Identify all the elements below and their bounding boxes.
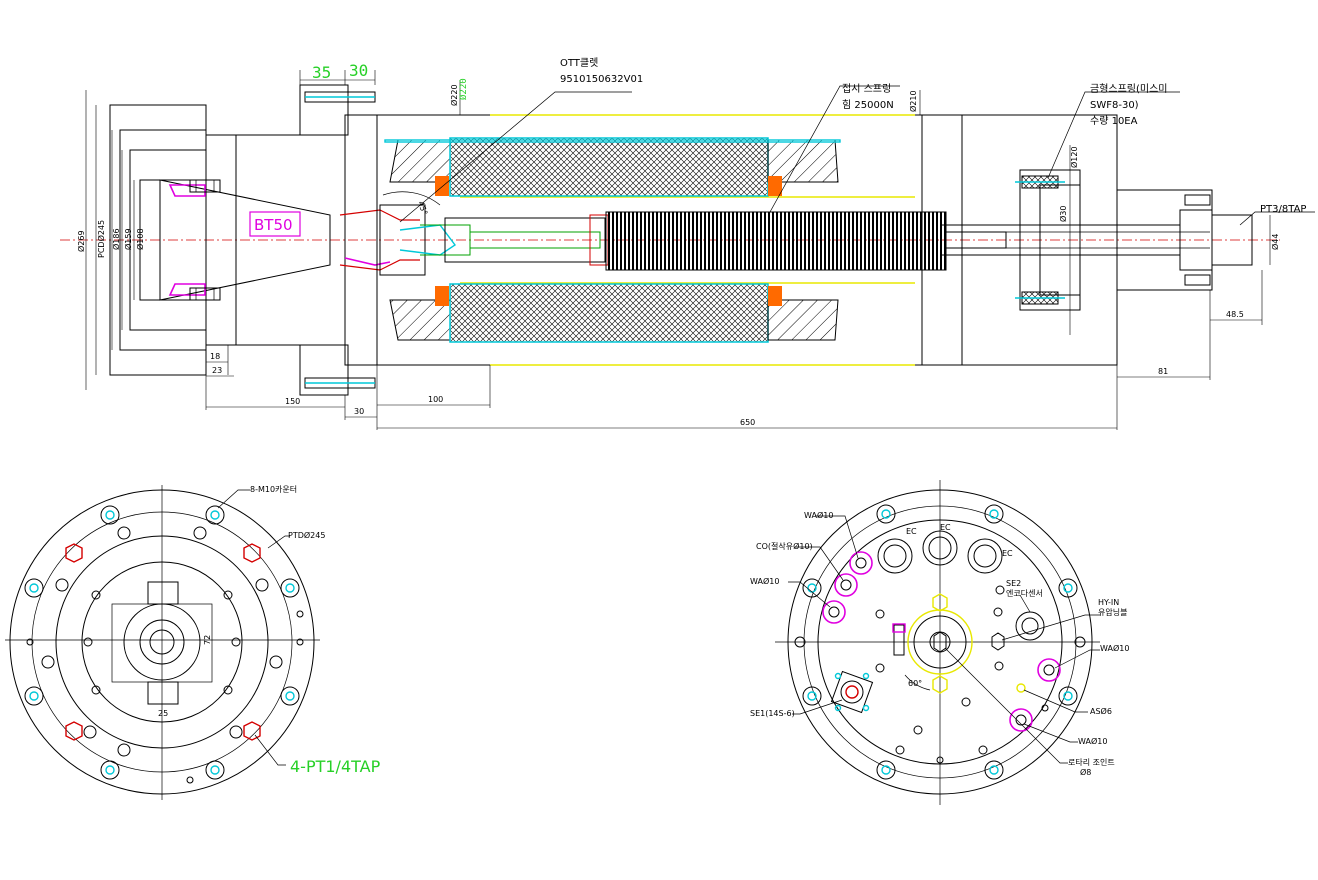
coil-spring-top [1015, 175, 1065, 189]
as6-label: ASØ6 [1090, 706, 1112, 716]
ott-label-2: 9510150632V01 [560, 74, 643, 85]
ec-label-3: EC [1002, 549, 1013, 558]
dim-30v: Ø30 [1058, 206, 1068, 222]
rotary-label-1: 로타리 조인트 [1068, 757, 1115, 767]
coil-spring-label-3: 수량 10EA [1090, 115, 1138, 127]
dim-30-top: 30 [349, 61, 368, 80]
spring-label-2: 힘 25000N [842, 99, 894, 111]
wa-label-1: WAØ10 [804, 510, 833, 520]
flange-bolt-bottom [189, 287, 221, 301]
se1-connector [830, 670, 874, 714]
spring-label-1: 접시 스프링 [842, 83, 891, 95]
ec-label-1: EC [906, 527, 917, 536]
left-pt-taps [65, 543, 261, 741]
right-end-view: 60° EC EC EC WAØ10 CO(절삭유Ø10) WAØ10 SE2 … [750, 480, 1129, 805]
pcd-label: PTDØ245 [288, 530, 325, 540]
bt50-label: BT50 [254, 216, 293, 234]
dim-210: Ø210 [908, 90, 918, 112]
left-bolt-holes [24, 505, 300, 780]
dim-72: 72 [203, 635, 212, 645]
screw-bottom [304, 377, 376, 389]
pt38-label: PT3/8TAP [1260, 204, 1306, 215]
hyin-label-1: HY-IN [1098, 598, 1119, 607]
angle-45: 45° [416, 200, 429, 216]
dim-220b: Ø220 [458, 78, 469, 100]
dim-pcd245: PCDØ245 [96, 220, 106, 258]
dim-150: 150 [285, 397, 300, 406]
co-label: CO(절삭유Ø10) [756, 541, 813, 551]
coil-spring-label-2: SWF8-30) [1090, 100, 1139, 111]
se2-label-2: 엔코다센서 [1006, 588, 1043, 598]
flange-bolt-top [189, 179, 221, 193]
ec-fittings [877, 530, 1003, 574]
dim-220a: Ø220 [449, 84, 459, 106]
side-view: BT50 [60, 57, 1315, 430]
coil-spring-bottom [1015, 291, 1065, 305]
hyin-label-2: 유압닝블 [1098, 607, 1127, 617]
coil-lower [389, 283, 839, 343]
se2-label-1: SE2 [1006, 579, 1021, 588]
dim-269: Ø269 [76, 230, 86, 252]
dim-186: Ø186 [111, 228, 121, 250]
wa-label-4: WAØ10 [1078, 736, 1107, 746]
se1-label: SE1(14S-6) [750, 709, 795, 718]
dim-120: Ø120 [1069, 146, 1079, 168]
dim-108: Ø108 [135, 228, 145, 250]
coil-spring-label-1: 금형스프링(미스미 [1090, 83, 1168, 95]
rotary-label-2: Ø8 [1080, 767, 1091, 777]
pt14-label: 4-PT1/4TAP [290, 757, 381, 776]
bolt-label: 8-M10카운터 [250, 485, 297, 494]
dim-23: 23 [212, 366, 222, 375]
wa-label-3: WAØ10 [1100, 643, 1129, 653]
dim-30-bottom: 30 [354, 407, 364, 416]
screw-top [304, 91, 376, 103]
disk-spring-stack [605, 211, 947, 271]
ott-label-1: OTT클렛 [560, 57, 598, 69]
dim-100: 100 [428, 395, 443, 404]
dim-25: 25 [158, 709, 168, 718]
dim-48-5: 48.5 [1226, 310, 1244, 319]
dim-18: 18 [210, 352, 220, 361]
dim-159: Ø159 [123, 228, 133, 250]
coil-upper [389, 137, 839, 197]
left-end-view: 72 25 8-M10카운터 PTDØ245 4-PT1/4TAP [5, 485, 381, 800]
dim-35: 35 [312, 63, 331, 82]
dim-650: 650 [740, 418, 755, 427]
dim-44: Ø44 [1270, 234, 1280, 250]
wa-label-2: WAØ10 [750, 576, 779, 586]
dim-81: 81 [1158, 367, 1168, 376]
ec-label-2: EC [940, 523, 951, 532]
angle-60: 60° [908, 679, 922, 688]
